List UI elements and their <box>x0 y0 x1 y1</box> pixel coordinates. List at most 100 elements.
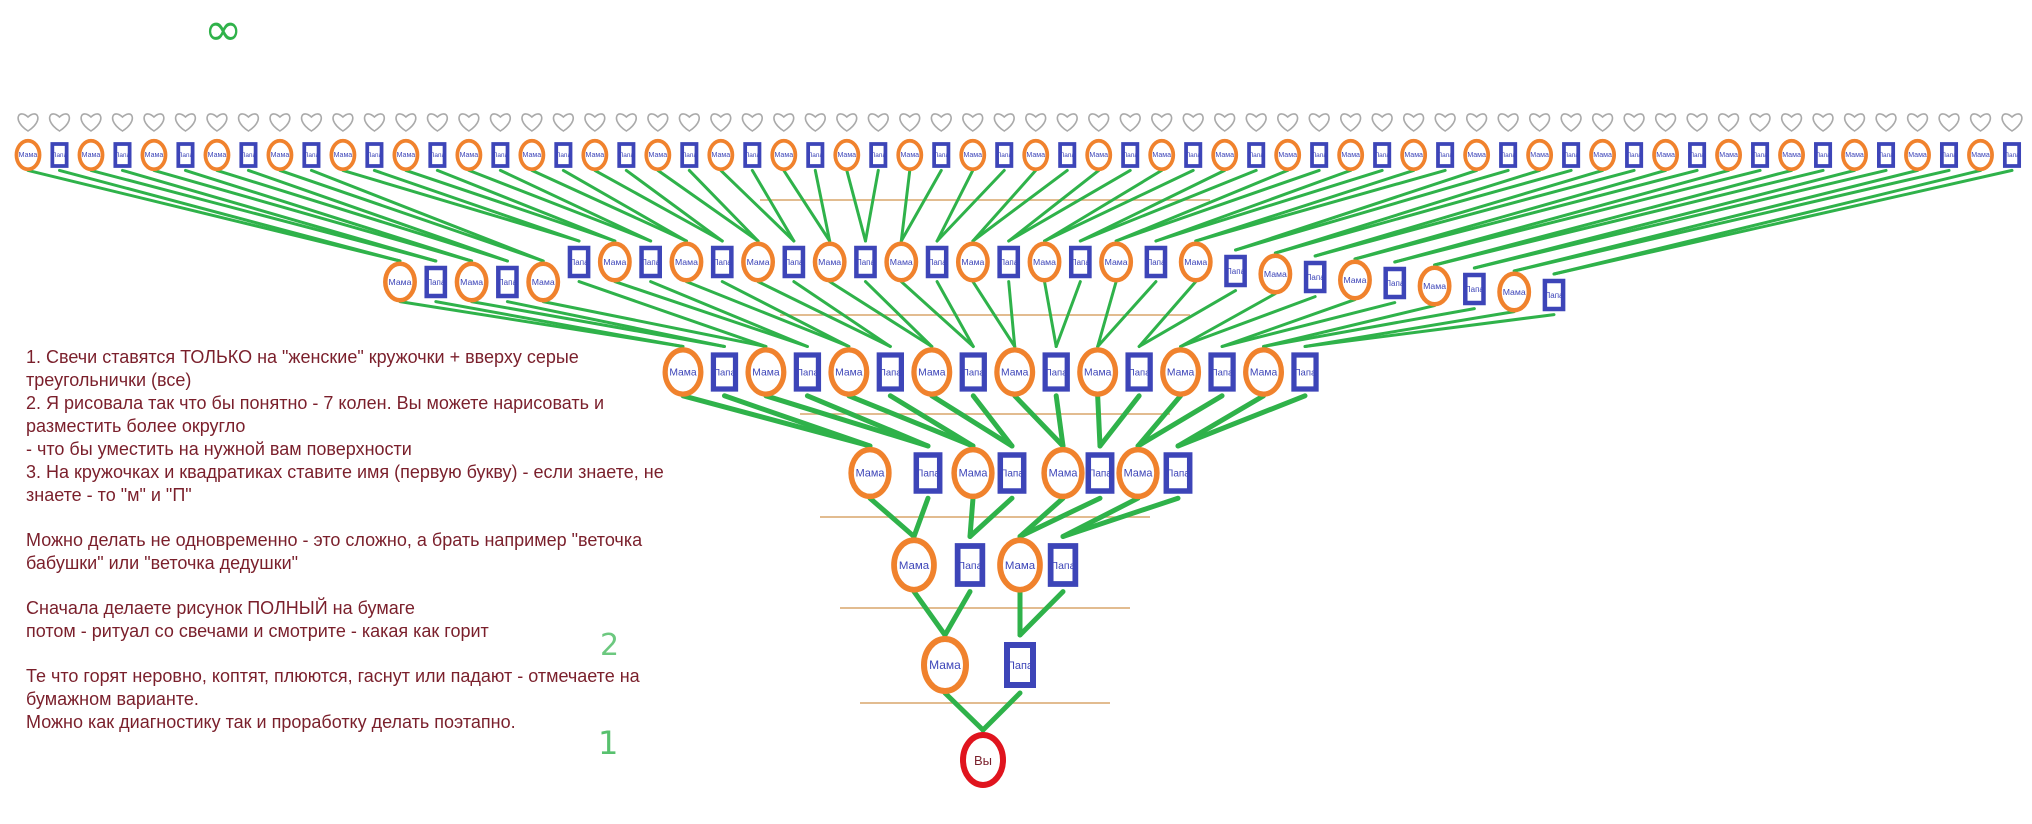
father-label: Папа <box>1374 152 1390 159</box>
heart-icon <box>930 113 952 132</box>
mother-node <box>1463 138 1491 172</box>
parent-link <box>1007 168 1101 243</box>
parent-link <box>942 690 986 733</box>
parent-link <box>372 168 581 243</box>
father-node <box>1310 142 1329 168</box>
mother-node <box>455 138 483 172</box>
father-node <box>925 245 949 279</box>
mother-node <box>329 138 357 172</box>
mother-node <box>14 138 42 172</box>
father-node <box>1184 142 1203 168</box>
mother-node <box>1243 347 1285 397</box>
father-node <box>1383 266 1407 300</box>
instruction-5: Сначала делаете рисунок ПОЛНЫЙ на бумаге… <box>26 598 489 641</box>
mother-label: Мама <box>1124 468 1154 480</box>
father-label: Папа <box>1815 152 1831 159</box>
mother-node <box>770 138 798 172</box>
heart-icon <box>867 113 889 132</box>
parent-link <box>935 168 975 243</box>
mother-node <box>959 138 987 172</box>
parent-link <box>1194 168 1447 243</box>
heart-icon <box>741 113 763 132</box>
mother-label: Мама <box>586 152 605 159</box>
parent-link <box>1154 168 1384 243</box>
parent-link <box>828 280 934 348</box>
heart-icon <box>962 113 984 132</box>
heart-icon <box>584 113 606 132</box>
heart-icon <box>1277 113 1299 132</box>
heart-icon <box>1182 113 1204 132</box>
mother-label: Мама <box>1343 275 1366 285</box>
mother-node <box>1116 446 1160 500</box>
father-node <box>1463 272 1486 306</box>
father-node <box>1068 245 1092 279</box>
mother-node <box>1778 138 1805 172</box>
heart-icon <box>710 113 732 132</box>
mother-node <box>383 261 417 303</box>
mother-label: Мама <box>899 560 930 572</box>
parent-link <box>935 280 975 348</box>
mother-node <box>828 347 870 397</box>
mother-label: Мама <box>603 257 626 267</box>
heart-icon <box>206 113 228 132</box>
mother-label: Мама <box>747 257 770 267</box>
parent-link <box>1135 393 1184 449</box>
parent-link <box>720 280 851 348</box>
parent-link <box>613 280 809 348</box>
self-node <box>960 732 1006 788</box>
mother-label: Мама <box>1250 367 1278 378</box>
heart-icon <box>48 113 71 132</box>
parent-link <box>929 393 1015 449</box>
parent-link <box>1472 168 1888 270</box>
mother-label: Мама <box>712 152 731 159</box>
father-node <box>782 245 806 279</box>
mother-node <box>518 138 546 172</box>
heart-icon <box>1938 113 1960 132</box>
parent-link <box>763 393 931 449</box>
father-node <box>710 245 734 279</box>
mother-node <box>1099 241 1134 283</box>
mother-label: Мама <box>856 468 886 480</box>
heart-icon <box>1781 113 1803 132</box>
mother-label: Мама <box>271 152 290 159</box>
heart-icon <box>1245 113 1267 132</box>
mother-label: Мама <box>19 152 38 159</box>
father-label: Папа <box>1941 152 1957 159</box>
mother-label: Мама <box>82 152 101 159</box>
father-node <box>997 452 1027 494</box>
father-node <box>1058 142 1077 168</box>
infinity-note: ∞ <box>204 2 243 56</box>
heart-icon <box>647 113 669 132</box>
heart-icon <box>1371 113 1393 132</box>
heart-icon <box>993 113 1015 132</box>
father-label: Папа <box>916 469 940 480</box>
mother-label: Мама <box>1467 152 1486 159</box>
mother-node <box>997 537 1043 593</box>
father-node <box>959 352 987 392</box>
father-node <box>806 142 825 168</box>
parent-link <box>967 495 1015 539</box>
father-label: Папа <box>999 258 1019 267</box>
mother-label: Мама <box>1423 281 1446 291</box>
father-label: Папа <box>498 278 518 287</box>
mother-node <box>266 138 294 172</box>
father-label: Папа <box>713 367 736 378</box>
mother-label: Мама <box>1782 152 1801 159</box>
father-label: Папа <box>178 152 194 159</box>
father-node <box>554 142 573 168</box>
father-node <box>1814 142 1833 168</box>
father-label: Папа <box>556 152 572 159</box>
parent-link <box>887 393 976 449</box>
heart-icon <box>1875 113 1897 132</box>
heart-icon <box>332 113 354 132</box>
heart-icon <box>1718 113 1740 132</box>
parent-link <box>721 393 873 449</box>
father-node <box>869 142 888 168</box>
father-label: Папа <box>1128 367 1151 378</box>
parent-link <box>1095 393 1103 449</box>
heart-icon <box>1497 113 1519 132</box>
mother-node <box>951 446 995 500</box>
parent-link <box>845 168 867 243</box>
mother-label: Мама <box>389 277 412 287</box>
mother-node <box>1337 138 1365 172</box>
